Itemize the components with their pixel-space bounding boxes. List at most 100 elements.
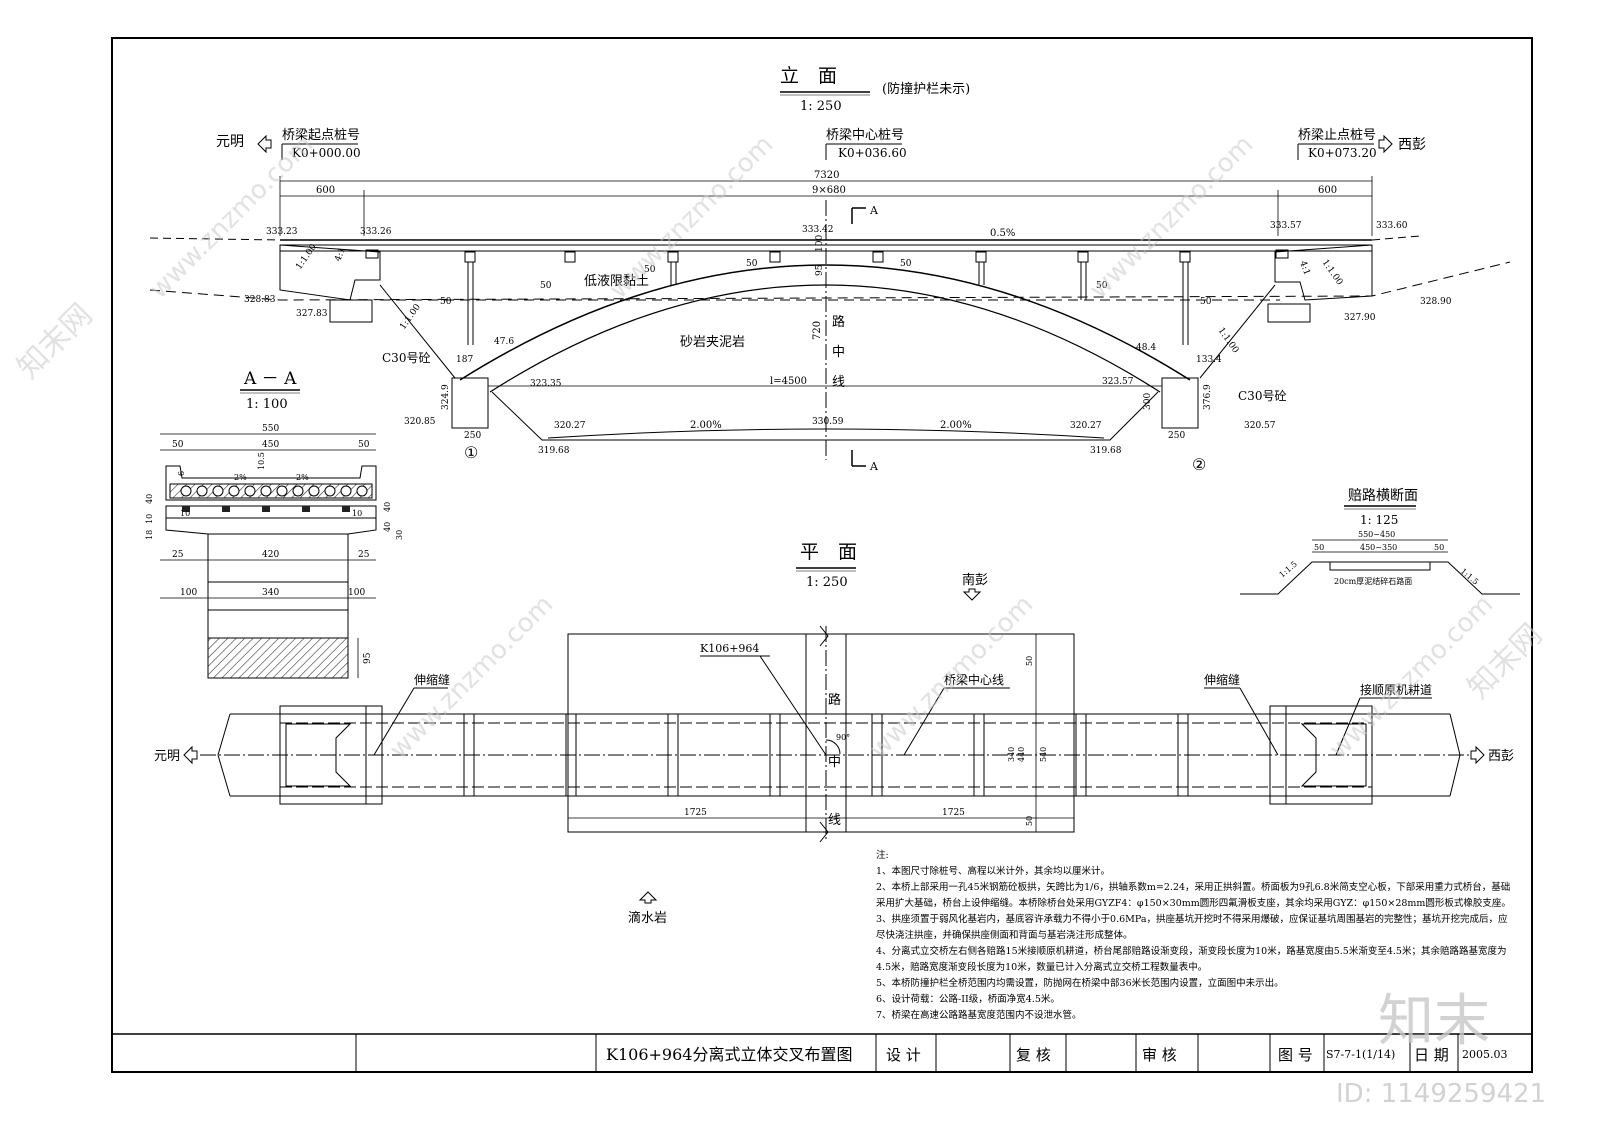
aa-dim-1: 50 [172, 440, 184, 450]
start-chainage: K0+000.00 [292, 146, 361, 160]
south-label: 滴水岩 [628, 910, 667, 926]
dim-12: 250 [1168, 431, 1185, 441]
plan-dim-left: 1725 [684, 808, 707, 818]
section-aa-title: A － A [243, 369, 297, 389]
elev-15: 319.68 [1090, 446, 1122, 456]
plan-arrow-right-icon [1470, 745, 1485, 765]
aa-dim-11: 40 [145, 494, 154, 504]
section-mark-bottom: A [869, 460, 879, 473]
aa-dim-16: 2% [234, 473, 247, 482]
span-label: l=4500 [770, 376, 807, 387]
road-area [567, 633, 1075, 833]
aa-dim-15: 10.5 [257, 452, 266, 470]
dim-15: 300 [1143, 393, 1153, 410]
plan-dim-r4: 50 [1025, 816, 1034, 826]
dim-10: 187 [456, 355, 473, 365]
note-7: 5、本桥防撞护栏全桥范围内均需设置，防抛网在桥梁中部36米长范围内设置，立面图中… [876, 977, 1284, 989]
abutment-2: ② [1192, 455, 1206, 474]
elevation-view: 立 面 1: 250 (防撞护栏未示) 元明 桥梁起点桩号 K0+000.00 … [149, 65, 1511, 474]
dim-20: 4:1 [333, 246, 347, 263]
plan-title: 平 面 [800, 541, 857, 563]
dim-total: 7320 [814, 170, 839, 181]
left-town-label: 元明 [216, 134, 244, 150]
plan-right-town: 西彭 [1488, 749, 1514, 764]
approach-dim-top: 550~450 [1358, 530, 1395, 539]
note-6: 4.5米，赔路宽度渐变段长度为10米，数量已计入分离式立交桥工程数量表中。 [876, 961, 1207, 973]
dim-21: 4:1 [1297, 260, 1311, 277]
watermark-0: www.znzmo.com [144, 130, 319, 305]
drawing-no-label: 图 号 [1278, 1046, 1313, 1064]
aa-dim-21: 40 [383, 522, 392, 532]
road-center-3: 线 [832, 375, 845, 390]
arrow-left-icon [257, 134, 272, 154]
dim-3: 50 [746, 259, 758, 269]
plan-dim-r1: 340 [1007, 747, 1016, 762]
aa-dim-4: 420 [262, 550, 279, 560]
aa-dim-18: 10 [180, 509, 190, 518]
dim-19: 1:1.00 [1320, 258, 1345, 288]
aa-dim-8: 25 [172, 550, 184, 560]
plan-dim-right: 1725 [942, 808, 965, 818]
crossing-chainage: K106+964 [700, 642, 759, 655]
watermark-1: www.znzmo.com [604, 130, 779, 305]
elev-1: 333.26 [360, 227, 392, 237]
soil-label: 低液限黏土 [584, 273, 649, 289]
dim-7: 47.6 [494, 337, 514, 347]
dim-11: 250 [464, 431, 481, 441]
center-chainage: K0+036.60 [838, 146, 907, 160]
arch-lower [489, 284, 1161, 393]
start-label: 桥梁起点桩号 [282, 128, 360, 143]
elevation-title: 立 面 [780, 65, 837, 87]
dim-14: 324.9 [441, 384, 451, 410]
arch-upper [459, 264, 1191, 381]
title-block: K106+964分离式立体交叉布置图 设 计 复 核 审 核 图 号 S7-7-… [111, 1033, 1533, 1073]
logo-text: 知末 [1378, 989, 1490, 1054]
review-label: 审 核 [1142, 1046, 1177, 1064]
road-center-1: 路 [832, 314, 845, 330]
bridge-center-label: 桥梁中心线 [944, 672, 1004, 687]
design-label: 设 计 [886, 1046, 921, 1064]
section-mark-top: A [869, 204, 879, 217]
aa-dim-2: 450 [262, 440, 279, 450]
dim-1: 50 [540, 281, 552, 291]
plan-road-center-2: 中 [828, 755, 841, 770]
left-abutment [279, 244, 381, 301]
aa-dim-6: 100 [180, 588, 197, 598]
concrete-left: C30号砼 [382, 351, 430, 365]
grade-left: 2.00% [690, 420, 722, 431]
aa-dim-0: 550 [262, 424, 279, 434]
note-2: 采用扩大基础，桥台上设伸缩缝。本桥除桥台处采用GYZF4：φ150×30mm圆形… [876, 897, 1511, 909]
aa-dim-12: 10 [145, 514, 154, 524]
watermark-2: www.znzmo.com [1084, 130, 1259, 305]
elevation-scale: 1: 250 [800, 99, 842, 114]
aa-dim-10: 6 [177, 471, 186, 476]
dim-23: 100 [815, 235, 825, 252]
elev-10: 323.57 [1102, 377, 1134, 387]
elev-0: 333.23 [266, 227, 298, 237]
dim-16: 1:1.00 [398, 302, 423, 332]
aa-dim-13: 18 [145, 530, 154, 540]
right-abutment [1274, 244, 1373, 301]
arrow-right-icon [1378, 134, 1393, 154]
elev-14: 319.68 [538, 446, 570, 456]
section-aa-view: A － A 1: 100 550 50 450 50 2% 2% 6 10.5 … [145, 369, 404, 679]
expansion-left: 伸缩缝 [414, 672, 450, 687]
arrow-up-icon [962, 588, 982, 601]
columns [464, 251, 1191, 345]
rise-label: 720 [812, 321, 823, 340]
note-0: 1、本图尺寸除桩号、高程以米计外，其余均以厘米计。 [876, 865, 1110, 877]
concrete-right: C30号砼 [1238, 389, 1286, 403]
plan-scale: 1: 250 [806, 575, 848, 590]
notes-heading: 注: [876, 849, 889, 861]
elev-7: 328.90 [1420, 297, 1452, 307]
aa-dim-20: 40 [383, 502, 392, 512]
center-label: 桥梁中心桩号 [826, 128, 904, 143]
elev-6: 327.83 [296, 309, 328, 319]
dim-22: 95 [815, 264, 825, 276]
grade-right: 2.00% [940, 420, 972, 431]
date-value: 2005.03 [1462, 1048, 1508, 1061]
dim-18: 1:1.00 [1216, 326, 1241, 356]
dim-8: 48.4 [1136, 343, 1156, 353]
plan-road-center-3: 线 [828, 813, 841, 828]
elev-9: 323.35 [530, 379, 562, 389]
